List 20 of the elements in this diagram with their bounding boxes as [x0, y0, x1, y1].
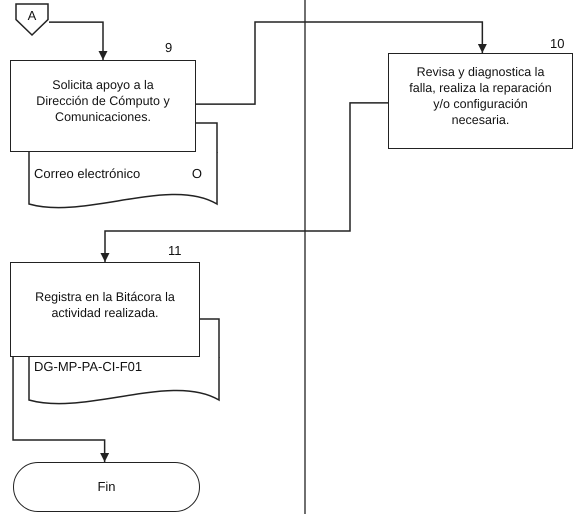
step-number: 10: [550, 36, 564, 51]
process-box: [10, 262, 200, 357]
off-page-connector: [15, 3, 49, 36]
arrow: [49, 21, 108, 60]
arrow: [100, 102, 388, 262]
process-box: [388, 53, 573, 149]
step-text: Solicita apoyo a la Dirección de Cómputo y Comunicaciones.: [35, 77, 171, 125]
step-number: 11: [168, 243, 182, 258]
step-number: 9: [165, 40, 172, 55]
arrow: [196, 21, 487, 105]
terminator: [13, 462, 200, 512]
connector-label: A: [28, 8, 36, 24]
terminator-label: Fin: [97, 479, 116, 495]
document-label: DG-MP-PA-CI-F01: [34, 358, 142, 374]
arrow: [12, 357, 110, 462]
step-text: Registra en la Bitácora la actividad realizada.: [34, 288, 176, 320]
document-mark: O: [192, 166, 202, 182]
process-box: [10, 60, 196, 152]
step-text: Revisa y diagnostica la falla, realiza la reparación y/o configuración necesaria.: [408, 64, 553, 128]
document-label: Correo electrónico: [34, 166, 140, 182]
